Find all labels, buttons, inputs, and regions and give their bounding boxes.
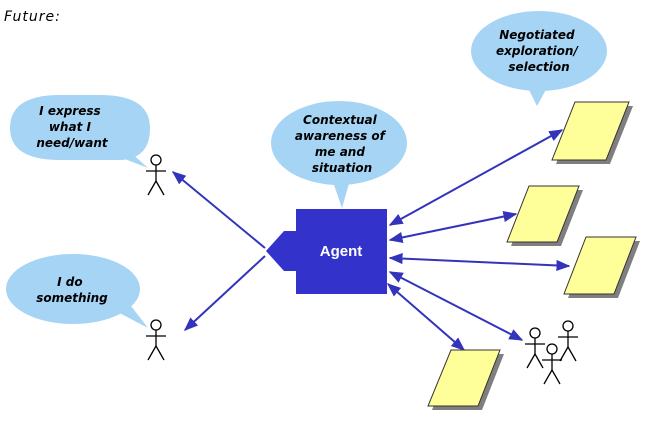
arrow-to-doc-3 xyxy=(388,252,571,272)
arrow-to-doc-4 xyxy=(386,283,466,351)
bubble-context-text: Contextual awareness of me and situation xyxy=(295,113,389,175)
bubble-do: I do something xyxy=(6,254,148,328)
bubble-negotiated-text: Negotiated exploration/ selection xyxy=(496,28,582,74)
arrow-to-person-bottom xyxy=(183,255,266,331)
person-icon xyxy=(146,154,166,196)
arrow-to-person-top xyxy=(171,171,266,249)
document-icon xyxy=(563,236,640,298)
arrow-to-doc-1 xyxy=(388,129,564,226)
document-icon xyxy=(506,185,583,246)
person-icon xyxy=(146,319,166,361)
arrow-to-people-group xyxy=(388,271,524,341)
agent-label: Agent xyxy=(320,243,363,260)
bubble-do-text: I do something xyxy=(36,275,108,305)
people-group-icon xyxy=(525,320,578,385)
arrow-to-doc-2 xyxy=(388,211,518,243)
page-title: Future: xyxy=(4,9,61,25)
bubble-express-text: I express what I need/want xyxy=(36,104,109,150)
agent-box: Agent xyxy=(266,209,387,294)
bubble-express: I express what I need/want xyxy=(10,95,150,168)
document-icon xyxy=(427,349,504,410)
bubble-context: Contextual awareness of me and situation xyxy=(271,101,407,208)
bubble-negotiated: Negotiated exploration/ selection xyxy=(471,11,607,106)
document-icon xyxy=(551,101,633,164)
